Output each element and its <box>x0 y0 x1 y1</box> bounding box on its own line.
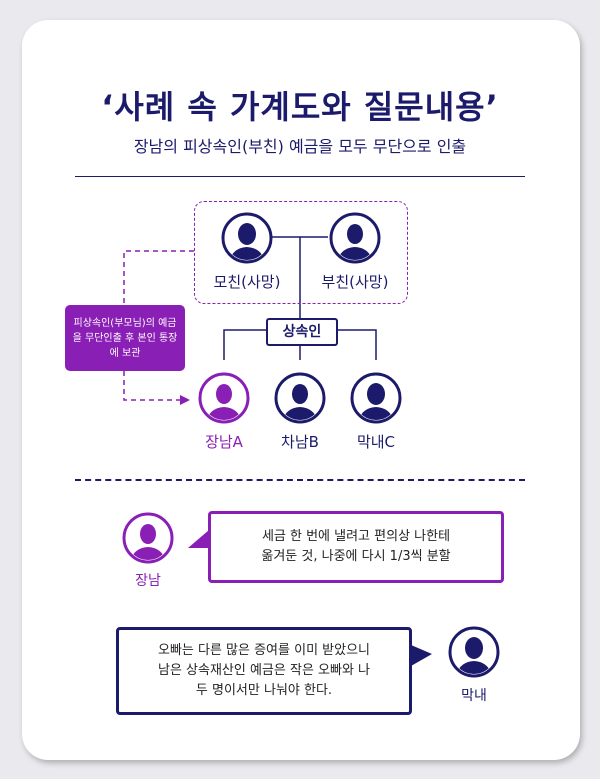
page-subtitle: 장남의 피상속인(부친) 예금을 모두 무단으로 인출 <box>133 137 467 156</box>
title-divider <box>75 176 525 177</box>
quote2-line2: 남은 상속재산인 예금은 작은 오빠와 나 <box>157 663 371 678</box>
section-divider <box>75 479 525 481</box>
eldest-son-avatar <box>198 372 250 424</box>
second-son-avatar <box>274 372 326 424</box>
quote2-line1: 오빠는 다른 많은 증여를 이미 받았으니 <box>157 643 371 658</box>
quote2-line3: 두 명이서만 나눠야 한다. <box>195 683 333 698</box>
parents-group <box>194 201 408 304</box>
father-label: 부친(사망) <box>321 273 389 291</box>
mother-avatar <box>221 212 273 264</box>
person-icon <box>274 372 326 424</box>
eldest-son-label: 장남A <box>205 433 243 451</box>
speaker2-avatar <box>448 626 500 678</box>
youngest-label: 막내C <box>356 433 396 451</box>
second-son-label: 차남B <box>281 433 319 451</box>
person-icon <box>329 212 381 264</box>
page-title: ‘사례 속 가계도와 질문내용’ <box>101 88 499 126</box>
speaker1-avatar <box>122 512 174 564</box>
mother-label: 모친(사망) <box>213 273 281 291</box>
youngest-avatar <box>350 372 402 424</box>
person-icon <box>448 626 500 678</box>
speaker2-label: 막내 <box>461 688 487 704</box>
quote1-line2: 옮겨둔 것, 나중에 다시 1/3씩 분할 <box>261 549 451 564</box>
person-icon <box>350 372 402 424</box>
heirs-badge: 상속인 <box>266 318 338 346</box>
father-avatar <box>329 212 381 264</box>
speech-bubble-eldest: 세금 한 번에 낼려고 편의상 나한테 옮겨둔 것, 나중에 다시 1/3씩 분… <box>208 511 504 583</box>
person-icon <box>198 372 250 424</box>
speech-bubble-youngest: 오빠는 다른 많은 증여를 이미 받았으니 남은 상속재산인 예금은 작은 오빠… <box>116 627 412 715</box>
quote1-line1: 세금 한 번에 낼려고 편의상 나한테 <box>261 529 451 544</box>
person-icon <box>221 212 273 264</box>
withdrawal-note: 피상속인(부모님)의 예금을 무단인출 후 본인 통장에 보관 <box>65 305 185 371</box>
speaker1-label: 장남 <box>135 573 161 589</box>
person-icon <box>122 512 174 564</box>
